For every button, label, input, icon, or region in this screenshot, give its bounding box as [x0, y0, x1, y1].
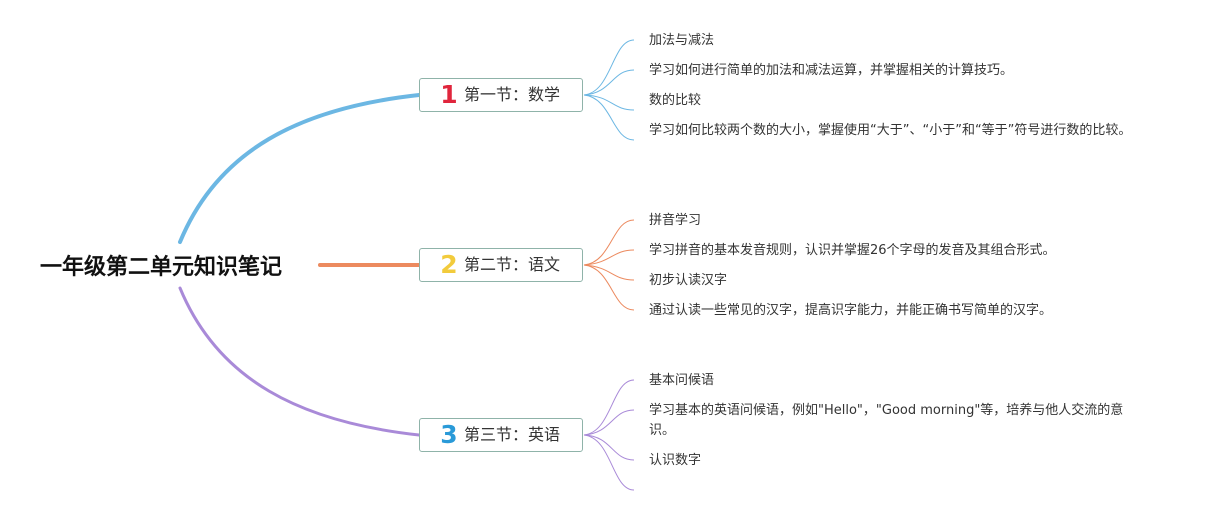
leaf-connector	[583, 69, 635, 96]
leaf-connector	[583, 434, 635, 491]
root-connector-1	[178, 93, 421, 244]
leaf-connector	[583, 379, 635, 436]
leaf-item[interactable]: 学习如何进行简单的加法和减法运算，并掌握相关的计算技巧。	[649, 63, 1014, 78]
leaf-item[interactable]: 认识数字	[649, 453, 702, 468]
section-label-3: 第三节：英语	[464, 425, 561, 444]
leaf-connector	[583, 434, 635, 461]
leaf-connector	[583, 264, 635, 281]
section-number-1: 1	[440, 80, 458, 109]
leaf-connector	[583, 264, 635, 311]
section-node-3[interactable]: 3 第三节：英语	[419, 418, 583, 452]
leaf-connector	[583, 249, 635, 266]
leaf-item[interactable]: 数的比较	[649, 93, 702, 108]
leaf-connectors-2	[583, 219, 635, 311]
root-connector-3	[178, 286, 421, 437]
leaf-connector	[583, 409, 635, 436]
section-number-3: 3	[440, 420, 458, 449]
leaf-connector	[583, 39, 635, 96]
section-node-1[interactable]: 1 第一节：数学	[419, 78, 583, 112]
leaf-connectors-3	[583, 379, 635, 491]
section-label-2: 第二节：语文	[464, 255, 561, 274]
leaf-item[interactable]: 加法与减法	[649, 33, 715, 48]
leaf-connector	[583, 219, 635, 266]
leaf-item[interactable]: 拼音学习	[649, 213, 702, 228]
leaf-item[interactable]: 学习如何比较两个数的大小，掌握使用“大于”、“小于”和“等于”符号进行数的比较。	[649, 123, 1132, 138]
leaf-item[interactable]: 基本问候语	[649, 373, 715, 388]
leaf-connector	[583, 94, 635, 141]
leaf-item[interactable]: 通过认读一些常见的汉字，提高识字能力，并能正确书写简单的汉字。	[649, 303, 1053, 318]
root-topic[interactable]: 一年级第二单元知识笔记	[40, 255, 283, 280]
leaf-connectors-1	[583, 39, 635, 141]
section-label-1: 第一节：数学	[464, 85, 561, 104]
section-node-2[interactable]: 2 第二节：语文	[419, 248, 583, 282]
section-number-2: 2	[440, 250, 458, 279]
leaf-item[interactable]: 学习拼音的基本发音规则，认识并掌握26个字母的发音及其组合形式。	[649, 243, 1056, 258]
leaf-item[interactable]: 初步认读汉字	[649, 273, 728, 288]
leaf-connector	[583, 94, 635, 111]
leaf-item[interactable]: 学习基本的英语问候语，例如"Hello"，"Good morning"等，培养与…	[649, 403, 1124, 438]
